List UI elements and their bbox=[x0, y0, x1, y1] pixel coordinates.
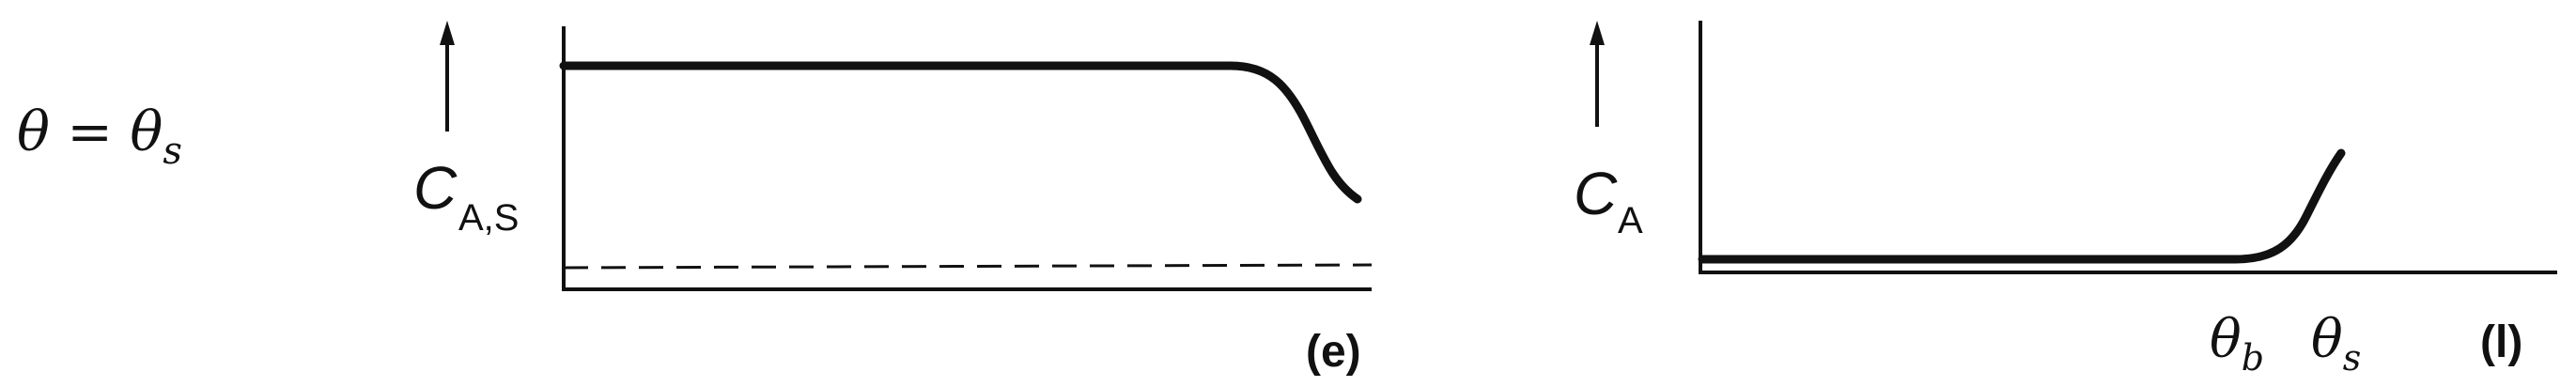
panel-l-y-label: C bbox=[1574, 160, 1618, 227]
condition-label: θ = θs bbox=[17, 100, 182, 173]
panel-l-x-tick-theta-s: θs bbox=[2311, 309, 2361, 379]
panel-e-tag: (e) bbox=[1306, 327, 1361, 377]
panel-e-y-arrow-head bbox=[440, 21, 455, 45]
panel-e-y-label: C bbox=[413, 154, 458, 222]
panel-l-concentration-curve bbox=[1698, 148, 2346, 264]
panel-e-y-label-subscript: A,S bbox=[458, 197, 519, 239]
panel-e-concentration-curve bbox=[559, 61, 1362, 204]
panel-l-y-label-subscript: A bbox=[1618, 200, 1643, 241]
panel-l-tag: (l) bbox=[2480, 317, 2522, 367]
panel-l: C A θb θs (l) bbox=[1574, 21, 2557, 379]
panel-l-x-tick-theta-b: θb bbox=[2210, 309, 2264, 379]
panel-l-y-arrow-head bbox=[1590, 21, 1605, 45]
panel-e: C A,S (e) bbox=[413, 21, 1373, 377]
panel-e-dashed-line bbox=[563, 263, 1373, 270]
